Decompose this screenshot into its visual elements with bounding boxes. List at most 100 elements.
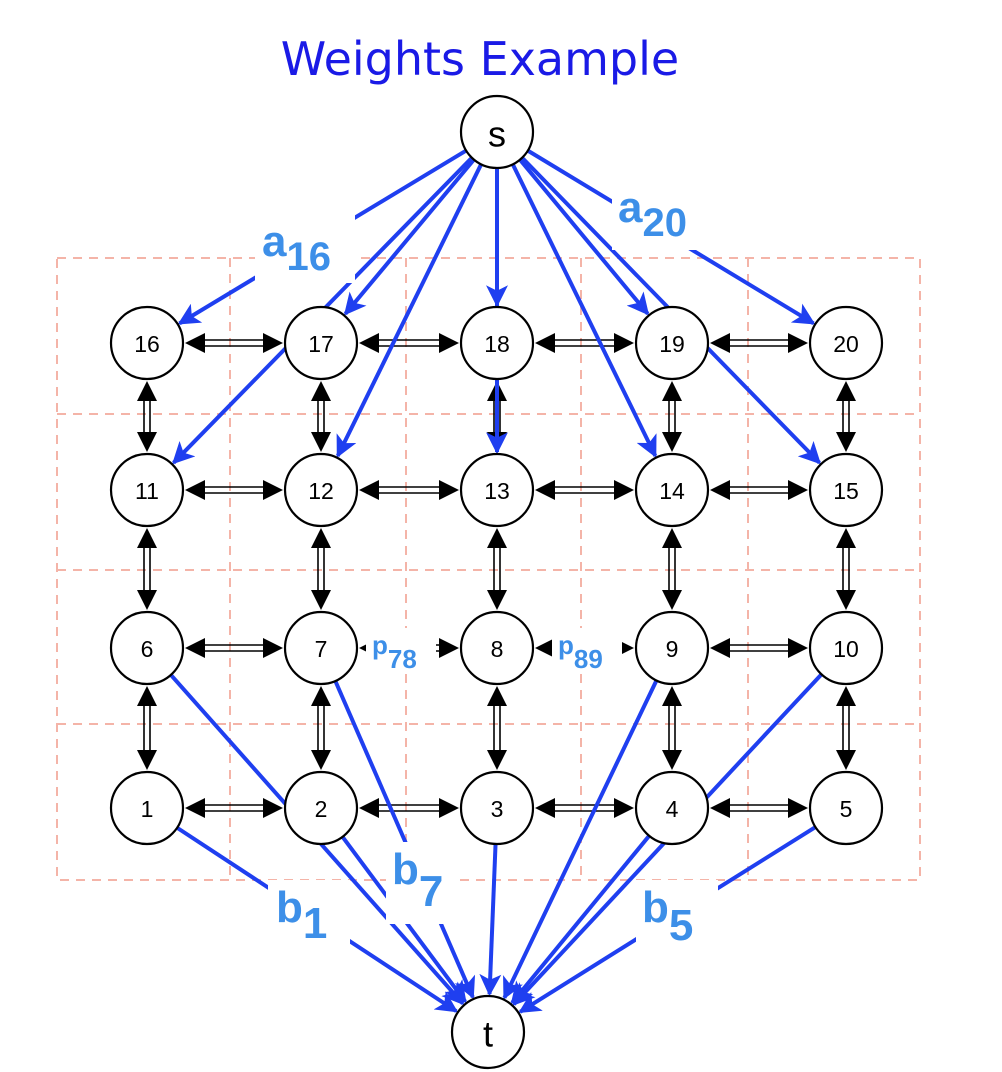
- node-label-18: 18: [484, 331, 510, 357]
- neighbor-edge-10-5: [836, 686, 856, 770]
- weight-label-p78: p78: [372, 630, 417, 674]
- neighbor-edge-17-12: [311, 381, 331, 452]
- node-20: 20: [808, 305, 884, 381]
- weight-label-b7: b7: [392, 845, 443, 916]
- neighbor-edge-4-5: [710, 798, 808, 818]
- node-label-20: 20: [833, 331, 859, 357]
- node-label-13: 13: [484, 478, 510, 504]
- neighbor-edge-14-9: [662, 528, 682, 610]
- node-label-5: 5: [840, 796, 853, 822]
- node-10: 10: [808, 610, 884, 686]
- node-label-6: 6: [141, 636, 154, 662]
- neighbor-edge-14-15: [710, 480, 808, 500]
- weight-label-b5: b5: [642, 883, 693, 950]
- source-edge-s-12: [335, 163, 483, 458]
- node-label-3: 3: [491, 796, 504, 822]
- diagram-title: Weights Example: [281, 32, 679, 86]
- node-label-s: s: [488, 114, 506, 155]
- neighbor-edge-20-15: [836, 381, 856, 452]
- node-label-15: 15: [833, 478, 859, 504]
- neighbor-edge-6-1: [137, 686, 157, 770]
- node-label-9: 9: [666, 636, 679, 662]
- node-s: s: [459, 94, 535, 170]
- label-patch-1: [612, 182, 712, 250]
- node-16: 16: [109, 305, 185, 381]
- node-label-10: 10: [833, 636, 859, 662]
- node-19: 19: [634, 305, 710, 381]
- label-patch-6: [636, 880, 718, 950]
- label-patch-5: [386, 842, 456, 924]
- node-9: 9: [634, 610, 710, 686]
- node-label-16: 16: [134, 331, 160, 357]
- node-11: 11: [109, 452, 185, 528]
- sink-edge-3-t: [479, 843, 502, 997]
- node-18: 18: [459, 305, 535, 381]
- neighbor-edge-18-19: [535, 333, 634, 353]
- neighbor-edge-11-12: [185, 480, 283, 500]
- node-label-1: 1: [141, 796, 154, 822]
- node-6: 6: [109, 610, 185, 686]
- neighbor-edge-11-6: [137, 528, 157, 610]
- grid-lines: [56, 257, 921, 881]
- neighbor-edge-9-4: [662, 686, 682, 770]
- node-label-11: 11: [135, 478, 159, 504]
- neighbor-edge-13-8: [487, 528, 507, 610]
- neighbor-edge-7-2: [311, 686, 331, 770]
- node-12: 12: [283, 452, 359, 528]
- node-13: 13: [459, 452, 535, 528]
- node-label-t: t: [483, 1014, 493, 1055]
- neighbor-edge-12-13: [359, 480, 459, 500]
- neighbor-edge-12-7: [311, 528, 331, 610]
- neighbor-edge-16-17: [185, 333, 283, 353]
- neighbor-edge-9-10: [710, 638, 808, 658]
- neighbor-edge-16-11: [137, 381, 157, 452]
- neighbor-edge-13-14: [535, 480, 634, 500]
- node-17: 17: [283, 305, 359, 381]
- node-2: 2: [283, 770, 359, 846]
- neighbor-edge-19-14: [662, 381, 682, 452]
- node-label-19: 19: [659, 331, 685, 357]
- source-edge-s-17: [343, 158, 476, 316]
- label-patch-0: [255, 215, 355, 283]
- node-8: 8: [459, 610, 535, 686]
- label-patch-4: [268, 880, 350, 950]
- neighbor-edge-3-4: [535, 798, 634, 818]
- neighbor-edges: [137, 333, 856, 818]
- neighbor-edge-1-2: [185, 798, 283, 818]
- node-label-4: 4: [666, 796, 679, 822]
- node-4: 4: [634, 770, 710, 846]
- node-label-8: 8: [491, 636, 504, 662]
- neighbor-edge-8-3: [487, 686, 507, 770]
- node-15: 15: [808, 452, 884, 528]
- node-label-7: 7: [315, 636, 328, 662]
- node-3: 3: [459, 770, 535, 846]
- sink-edge-9-t: [502, 679, 659, 1000]
- sink-edge-4-t: [510, 834, 651, 1005]
- label-patch-2: [366, 628, 436, 672]
- node-label-2: 2: [315, 796, 328, 822]
- weight-label-b1: b1: [276, 883, 327, 948]
- weight-label-a20: a20: [618, 183, 687, 245]
- node-label-12: 12: [308, 478, 334, 504]
- neighbor-edge-17-18: [359, 333, 459, 353]
- node-label-14: 14: [659, 478, 685, 504]
- neighbor-edge-6-7: [185, 638, 283, 658]
- source-edge-s-14: [511, 163, 658, 458]
- node-t: t: [450, 994, 526, 1070]
- sink-edge-7-t: [333, 680, 476, 1000]
- label-backgrounds: [255, 182, 718, 950]
- node-14: 14: [634, 452, 710, 528]
- node-label-17: 17: [308, 331, 334, 357]
- node-1: 1: [109, 770, 185, 846]
- weight-labels: a16 a20 p78 p89 b1 b7 b5: [262, 183, 693, 950]
- node-5: 5: [808, 770, 884, 846]
- source-edge-s-19: [518, 158, 650, 316]
- neighbor-edge-19-20: [710, 333, 808, 353]
- weight-label-p89: p89: [558, 630, 603, 674]
- weight-label-a16: a16: [262, 217, 331, 279]
- neighbor-edge-15-10: [836, 528, 856, 610]
- label-patch-3: [552, 628, 622, 672]
- node-7: 7: [283, 610, 359, 686]
